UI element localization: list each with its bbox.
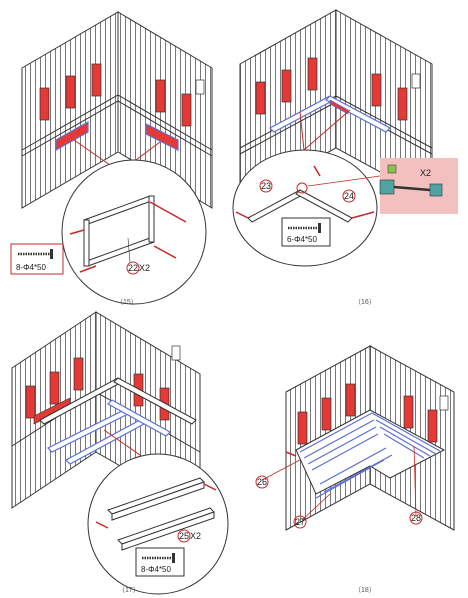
connector-qty-16: X2 xyxy=(420,168,431,178)
bolt-icon xyxy=(379,164,443,197)
part-label-23: 23 xyxy=(261,181,271,191)
bracket-part-22 xyxy=(69,195,187,273)
step-caption-17: （17） xyxy=(118,586,140,594)
step-18: 26 27 28 （18） xyxy=(255,345,455,594)
screw-spec-16: 6-Φ4*50 xyxy=(287,235,318,244)
connector-box: X2 xyxy=(379,158,458,214)
heater-panels xyxy=(39,63,205,152)
label-24-marker xyxy=(342,189,356,203)
control-panel xyxy=(171,345,181,361)
heater-panels xyxy=(297,383,449,445)
detail-callout-16 xyxy=(232,149,378,267)
step-caption-16: （16） xyxy=(354,298,376,306)
control-panel xyxy=(411,73,421,89)
frame-parts-23-24 xyxy=(235,165,375,223)
rail-part-25 xyxy=(95,477,217,551)
bench-slats xyxy=(285,409,446,499)
label-28-marker xyxy=(409,511,423,525)
part-label-25: 25 xyxy=(179,531,189,541)
part-label-22: 22 xyxy=(128,263,138,273)
part-label-26: 26 xyxy=(257,477,267,487)
step-17: 25 X2 8-Φ4*50 （17） xyxy=(11,311,229,595)
screw-spec-15: 8-Φ4*50 xyxy=(16,263,47,272)
label-22-marker xyxy=(126,261,140,275)
sauna-walls xyxy=(21,11,213,209)
control-panel xyxy=(439,395,449,411)
screw-spec-17: 8-Φ4*50 xyxy=(141,565,172,574)
screw-spec-box-15: 8-Φ4*50 xyxy=(10,243,64,275)
label-27-marker xyxy=(293,515,307,529)
label-23-marker xyxy=(259,179,273,193)
control-panel xyxy=(195,79,205,95)
bench-frame-bars xyxy=(269,95,391,133)
step-caption-15: （15） xyxy=(116,298,138,306)
bench-frame-bars xyxy=(39,377,197,465)
part-label-28: 28 xyxy=(411,513,421,523)
detail-callout-15 xyxy=(61,159,207,305)
part-label-27: 27 xyxy=(295,517,305,527)
screw-icon xyxy=(142,553,175,563)
label-25-marker xyxy=(177,529,191,543)
step-15: 22 X2 8-Φ4*50 （15） xyxy=(10,11,213,306)
qty-label-17: X2 xyxy=(190,531,201,541)
qty-label-15: X2 xyxy=(139,263,150,273)
screw-icon xyxy=(288,223,321,233)
screw-spec-box-16: 6-Φ4*50 xyxy=(281,217,331,247)
step-16: 23 24 X2 6-Φ4*50 （16） xyxy=(232,9,458,306)
part-label-24: 24 xyxy=(344,191,354,201)
label-26-marker xyxy=(255,475,269,489)
heater-panels xyxy=(255,57,421,121)
step-caption-18: （18） xyxy=(354,586,376,594)
screw-spec-box-17: 8-Φ4*50 xyxy=(135,547,185,577)
screw-icon xyxy=(18,249,53,259)
